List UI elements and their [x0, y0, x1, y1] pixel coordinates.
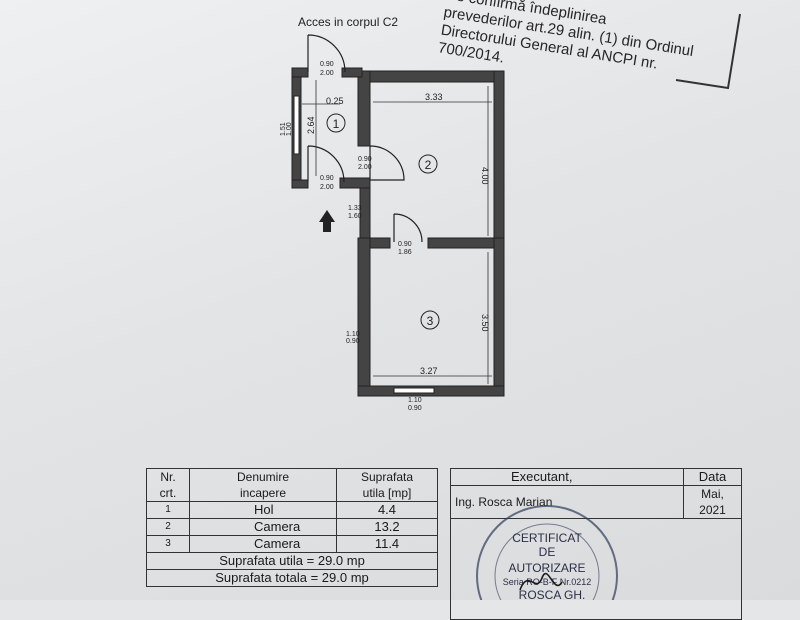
room-circle-3: [420, 310, 440, 330]
room-number-1: 1: [333, 117, 340, 131]
access-arrow: [319, 210, 335, 232]
header-name-line2: incapere: [239, 486, 287, 500]
executant-name: Ing. Rosca Marian: [450, 485, 684, 519]
wall-left-room3: [357, 237, 371, 396]
dim-327: 3.27: [420, 366, 438, 376]
dim-door-room3-width: 0.90: [398, 241, 412, 248]
dim-window-room3-left-width: 1.10: [346, 331, 360, 338]
dim-window-mid-width: 1.33: [348, 205, 362, 212]
wall-right-room2: [493, 70, 505, 252]
header-nr-line1: Nr.: [160, 470, 176, 484]
table-row-total-useful: Suprafata utila = 29.0 mp: [146, 552, 438, 570]
row-name: Camera: [189, 518, 337, 536]
wall-left-room2-top: [357, 70, 371, 147]
room-circle-2: [418, 154, 438, 174]
table-row: 2 Camera 13.2: [146, 518, 438, 536]
dim-door-room3-height: 1.86: [398, 249, 412, 256]
seal-line-1: CERTIFICAT: [512, 531, 582, 545]
executant-header: Executant, Data: [450, 468, 742, 486]
header-nr: Nr. crt.: [146, 468, 190, 502]
dim-door-entry-height: 2.00: [320, 70, 334, 77]
dim-window-mid-height: 1.60: [348, 213, 362, 220]
dim-window-room3-left-height: 0.90: [346, 338, 360, 345]
row-nr: 2: [146, 518, 190, 536]
wall-top-room2: [357, 70, 505, 83]
dim-door-hol-height: 2.00: [320, 184, 334, 191]
header-date: Data: [683, 468, 742, 486]
header-name-line1: Denumire: [236, 470, 290, 484]
window-hol: [293, 95, 300, 155]
wall-hol-top-right: [341, 67, 363, 78]
header-area-line1: Suprafata: [360, 470, 414, 484]
dim-window-hol-width: 1.51: [280, 122, 287, 136]
row-name: Hol: [189, 501, 337, 519]
seal-line-4: Seria RO-B-F Nr.0212: [503, 577, 592, 587]
dim-400: 4.00: [480, 167, 490, 185]
row-nr: 3: [146, 535, 190, 553]
dim-window-room3-bottom-height: 0.90: [408, 405, 422, 412]
door-entry-top: [307, 34, 346, 73]
dim-264: 2.64: [306, 116, 316, 134]
row-area: 13.2: [336, 518, 438, 536]
wall-right-room3: [493, 237, 505, 396]
floor-plan: 1 2 3 Acces in corpul C2 0.90 2.00 0.25 …: [280, 15, 505, 412]
dim-350: 3.50: [480, 314, 490, 332]
dim-window-hol-height: 1.00: [286, 122, 293, 136]
header-area-line2: utila [mp]: [362, 486, 412, 500]
seal-line-2: DE: [539, 545, 556, 559]
header-nr-line2: crt.: [159, 486, 177, 500]
room-number-3: 3: [427, 314, 434, 328]
dim-door-room2-height: 2.00: [358, 164, 372, 171]
total-area: Suprafata totala = 29.0 mp: [146, 569, 438, 587]
executant-row: Ing. Rosca Marian Mai, 2021: [450, 485, 742, 519]
room-number-2: 2: [425, 158, 432, 172]
executant-date: Mai, 2021: [683, 485, 742, 519]
row-nr: 1: [146, 501, 190, 519]
rooms-table-header: Nr. crt. Denumire incapere Suprafata uti…: [146, 468, 438, 502]
authorization-seal: CERTIFICAT DE AUTORIZARE Seria RO-B-F Nr…: [476, 505, 618, 600]
door-room2: [369, 145, 405, 181]
dim-333: 3.33: [425, 92, 443, 102]
door-room3: [393, 213, 423, 243]
dim-door-hol-width: 0.90: [320, 175, 334, 182]
header-name: Denumire incapere: [189, 468, 337, 502]
header-executant: Executant,: [450, 468, 684, 486]
access-label: Acces in corpul C2: [298, 15, 398, 29]
row-area: 4.4: [336, 501, 438, 519]
dim-window-room3-bottom-width: 1.10: [408, 397, 422, 404]
signature-scribble: [519, 572, 563, 591]
dim-025: 0.25: [326, 96, 344, 106]
header-area: Suprafata utila [mp]: [336, 468, 438, 502]
dim-door-room2-width: 0.90: [358, 156, 372, 163]
seal-line-3: AUTORIZARE: [508, 561, 585, 575]
stamp-frame: [675, 13, 741, 90]
room-circle-1: [326, 113, 346, 133]
wall-hol-top-left: [291, 67, 309, 78]
rooms-table: Nr. crt. Denumire incapere Suprafata uti…: [146, 468, 438, 587]
row-area: 11.4: [336, 535, 438, 553]
seal-line-5: ROSCA GH.: [519, 588, 586, 600]
wall-hol-bottom-left: [291, 179, 309, 189]
wall-hol-mid: [339, 177, 371, 189]
total-useful-area: Suprafata utila = 29.0 mp: [146, 552, 438, 570]
wall-mid-right: [427, 237, 505, 249]
table-row: 1 Hol 4.4: [146, 501, 438, 519]
table-row: 3 Camera 11.4: [146, 535, 438, 553]
row-name: Camera: [189, 535, 337, 553]
window-room3-bottom: [393, 387, 435, 394]
table-row-total-total: Suprafata totala = 29.0 mp: [146, 569, 438, 587]
door-hol-lower: [307, 145, 345, 183]
dim-door-entry-width: 0.90: [320, 61, 334, 68]
